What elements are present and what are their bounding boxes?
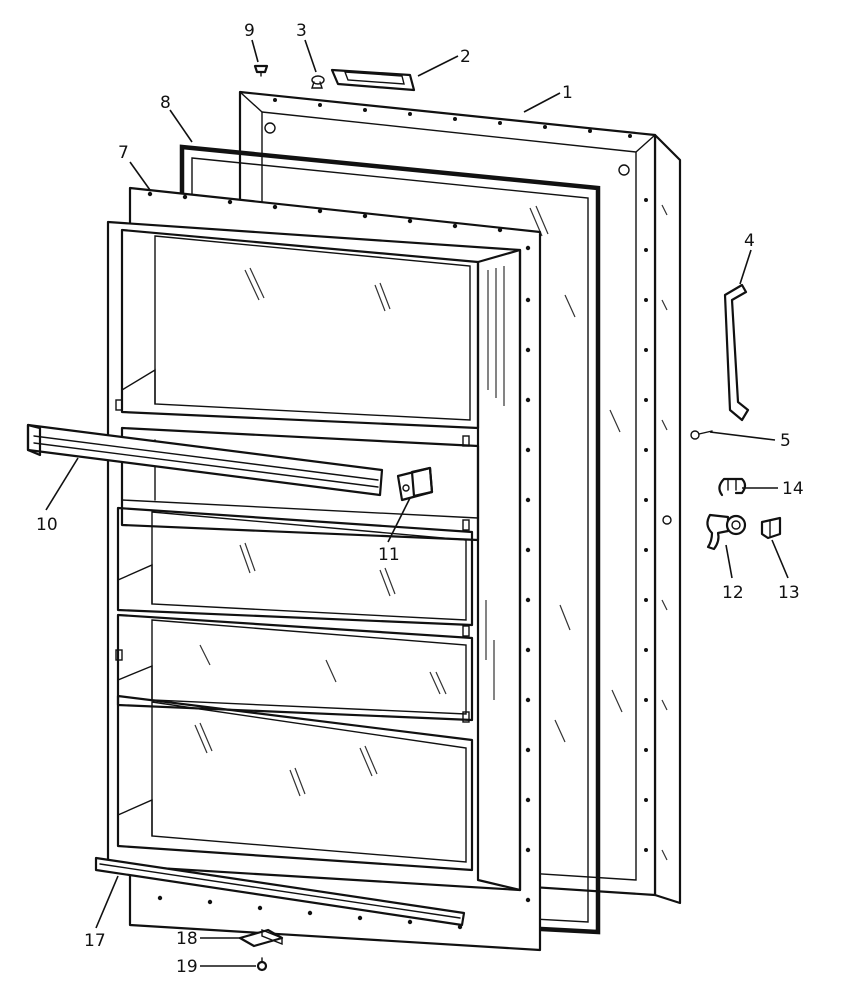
latch-strike bbox=[760, 516, 782, 540]
shelf-bar bbox=[26, 423, 384, 497]
callout-4: 4 bbox=[744, 231, 755, 251]
callout-7: 7 bbox=[118, 143, 129, 163]
callout-10: 10 bbox=[36, 515, 58, 535]
callout-11: 11 bbox=[378, 545, 400, 565]
callout-18: 18 bbox=[176, 929, 198, 949]
top-hinge bbox=[330, 68, 416, 92]
callout-8: 8 bbox=[160, 93, 171, 113]
callout-3: 3 bbox=[296, 21, 307, 41]
screw-cap bbox=[253, 64, 269, 77]
callout-17: 17 bbox=[84, 931, 106, 951]
callout-2: 2 bbox=[460, 47, 471, 67]
bottom-hinge-plate bbox=[238, 928, 284, 948]
callout-1: 1 bbox=[562, 83, 573, 103]
handle-screw bbox=[690, 430, 713, 440]
door-handle bbox=[723, 283, 750, 422]
bar-bracket bbox=[396, 466, 434, 502]
latch-roller bbox=[706, 513, 747, 551]
hinge-screw bbox=[311, 75, 325, 89]
callout-9: 9 bbox=[244, 21, 255, 41]
callout-14: 14 bbox=[782, 479, 804, 499]
callout-5: 5 bbox=[780, 431, 791, 451]
bottom-trim-strip bbox=[94, 856, 466, 927]
latch-clip bbox=[718, 477, 747, 497]
callout-19: 19 bbox=[176, 957, 198, 977]
callout-13: 13 bbox=[778, 583, 800, 603]
bottom-screw bbox=[256, 957, 268, 972]
callout-12: 12 bbox=[722, 583, 744, 603]
leader-lines bbox=[45, 39, 789, 967]
inner-door-liner bbox=[106, 186, 542, 952]
callout-labels: 1 2 3 4 5 7 8 9 10 11 12 13 14 17 18 19 bbox=[36, 21, 804, 977]
